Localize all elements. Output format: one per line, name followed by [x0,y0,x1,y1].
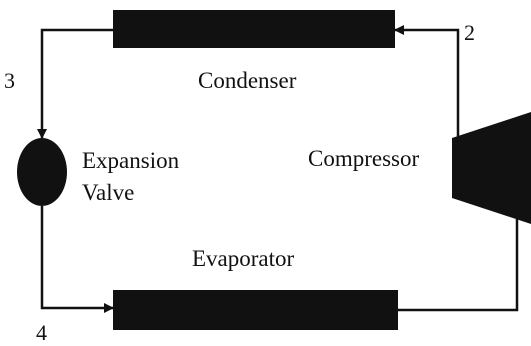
state-point-3-label: 3 [4,68,15,93]
expansion-valve-circle [17,138,67,206]
expansion-valve-label-line1: Expansion [82,148,180,173]
pipe-evaporator-to-compressor [398,197,522,312]
pipe-compressor-to-condenser [394,25,460,138]
compressor-shape [452,112,531,224]
pipe-valve-to-evaporator [40,206,114,313]
expansion-valve-label-line2: Valve [82,180,134,205]
condenser-box [113,10,395,48]
compressor-label: Compressor [308,146,420,171]
state-point-2-label: 2 [464,20,475,45]
state-point-4-label: 4 [36,320,47,345]
evaporator-label: Evaporator [192,246,295,271]
condenser-label: Condenser [198,68,297,93]
evaporator-box [113,290,398,330]
pipe-condenser-to-valve [37,28,113,139]
